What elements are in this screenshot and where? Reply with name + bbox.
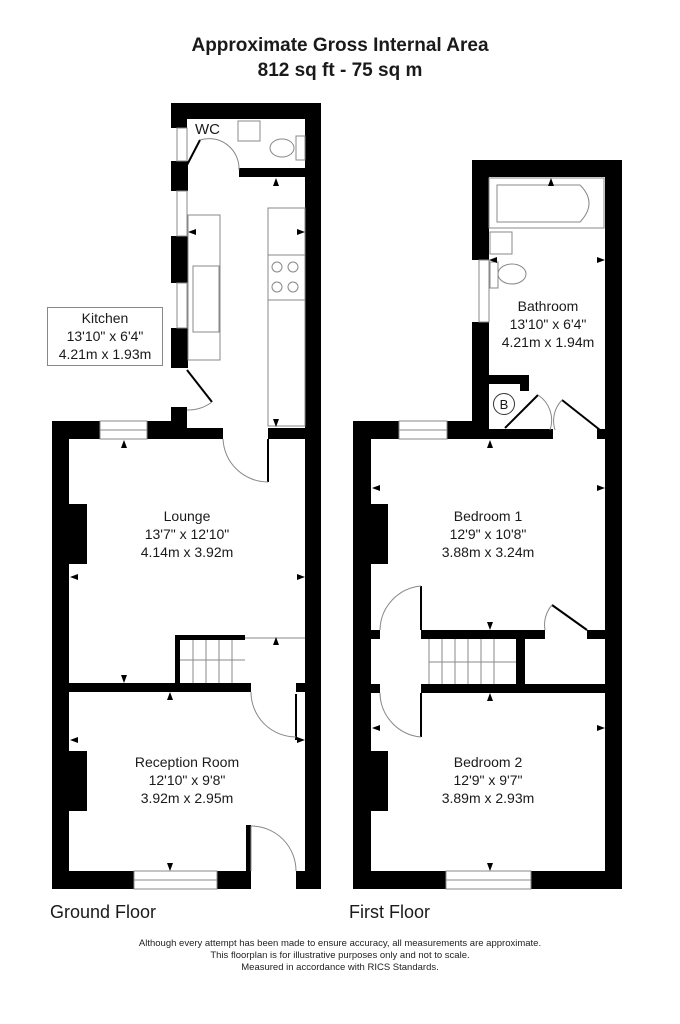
room-reception-label: Reception Room 12'10" x 9'8" 3.92m x 2.9… [135, 753, 239, 807]
room-imperial: 12'9" x 9'7" [453, 772, 523, 788]
room-lounge-label: Lounge 13'7" x 12'10" 4.14m x 3.92m [141, 507, 234, 561]
room-bathroom-label: Bathroom 13'10" x 6'4" 4.21m x 1.94m [502, 297, 595, 351]
disclaimer-line-1: Although every attempt has been made to … [138, 938, 542, 949]
room-bedroom1-label: Bedroom 1 12'9" x 10'8" 3.88m x 3.24m [442, 507, 535, 561]
room-metric: 4.21m x 1.94m [501, 334, 595, 350]
room-metric: 3.92m x 2.95m [140, 790, 234, 806]
room-metric: 3.89m x 2.93m [441, 790, 535, 806]
plan-title: Approximate Gross Internal Area [191, 35, 489, 56]
ground-floor-walls [52, 103, 321, 889]
ground-floor-label: Ground Floor [50, 902, 157, 922]
room-imperial: 13'10" x 6'4" [509, 316, 587, 332]
room-metric: 4.14m x 3.92m [140, 544, 234, 560]
disclaimer-line-2: This floorplan is for illustrative purpo… [210, 950, 470, 961]
ground-floor-measure-arrows [70, 178, 305, 871]
first-floor-label: First Floor [349, 902, 430, 922]
room-kitchen-label: Kitchen 13'10" x 6'4" 4.21m x 1.93m [47, 307, 163, 366]
room-name: Kitchen [81, 310, 129, 326]
first-floor-measure-arrows [372, 178, 605, 871]
room-imperial: 13'10" x 6'4" [66, 328, 144, 344]
room-metric: 4.21m x 1.93m [58, 346, 152, 362]
room-name: Reception Room [134, 754, 240, 770]
room-name: Bedroom 1 [453, 508, 523, 524]
first-floor-walls [353, 160, 622, 889]
room-imperial: 12'9" x 10'8" [449, 526, 527, 542]
room-imperial: 13'7" x 12'10" [144, 526, 230, 542]
room-metric: 3.88m x 3.24m [441, 544, 535, 560]
room-bedroom2-label: Bedroom 2 12'9" x 9'7" 3.89m x 2.93m [442, 753, 535, 807]
room-name: Lounge [163, 508, 211, 524]
room-name: Bedroom 2 [453, 754, 523, 770]
disclaimer-line-3: Measured in accordance with RICS Standar… [241, 962, 439, 973]
room-wc-label: WC [195, 121, 220, 138]
room-name: Bathroom [517, 298, 579, 314]
room-imperial: 12'10" x 9'8" [148, 772, 226, 788]
gross-area: 812 sq ft - 75 sq m [257, 60, 423, 81]
boiler-symbol: B [493, 393, 515, 415]
ground-floor-fixtures [99, 120, 306, 890]
disclaimer: Although every attempt has been made to … [0, 938, 680, 974]
first-floor-fixtures [379, 177, 605, 890]
